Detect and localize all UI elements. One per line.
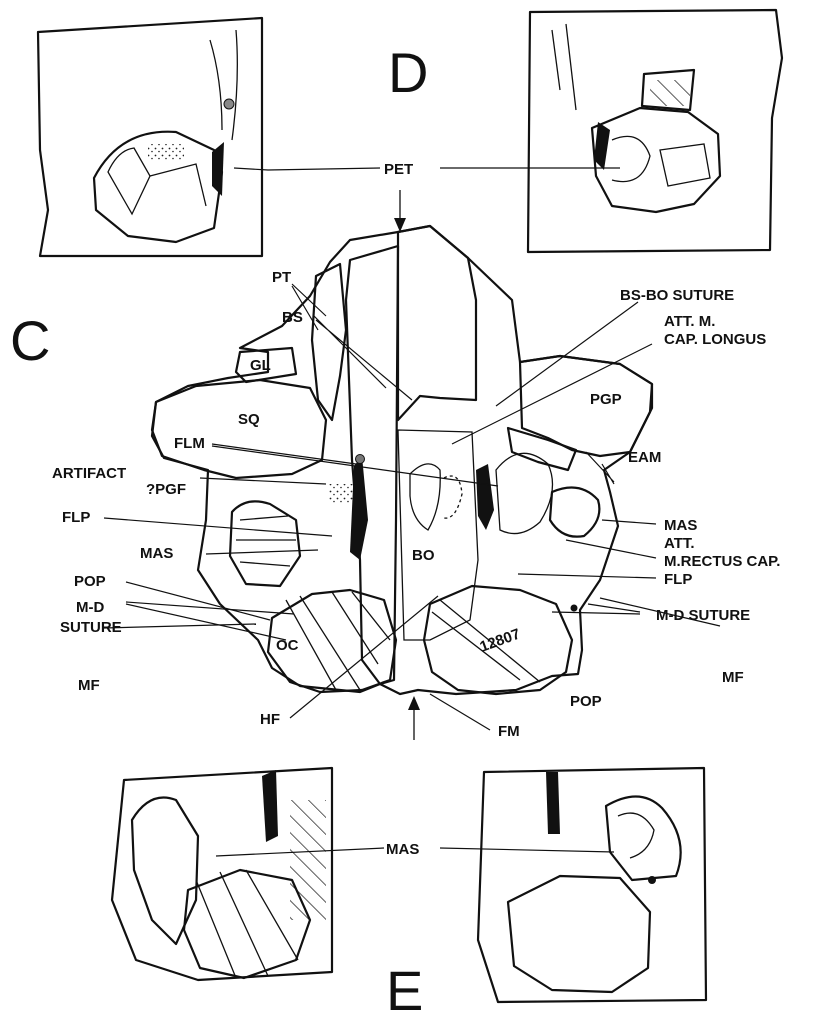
label-mas-bottom: MAS [386, 841, 419, 858]
label-md-right: M-D SUTURE [656, 607, 750, 624]
label-bs-bo-suture: BS-BO SUTURE [620, 287, 734, 304]
leader-lines [104, 168, 720, 856]
label-oc: OC [276, 637, 299, 654]
label-mas-right: MAS [664, 517, 697, 534]
label-att-cap-2: CAP. LONGUS [664, 331, 766, 348]
label-mf-right: MF [722, 669, 744, 686]
inset-e-right [478, 768, 706, 1002]
label-sq: SQ [238, 411, 260, 428]
inset-d-left [38, 18, 262, 256]
inset-e-left [112, 768, 332, 980]
label-hf: HF [260, 711, 280, 728]
specimen-number: 12807 [478, 626, 523, 656]
panel-label-d: D [388, 41, 428, 104]
label-flp-left: FLP [62, 509, 90, 526]
label-mas-left: MAS [140, 545, 173, 562]
label-pet: PET [384, 161, 413, 178]
inset-d-right [528, 10, 782, 252]
panel-label-c: C [10, 309, 50, 372]
label-gl: GL [250, 357, 271, 374]
label-pop-left: POP [74, 573, 106, 590]
label-md-left-1: M-D [76, 599, 104, 616]
panel-c-skull [152, 190, 652, 740]
label-att-rectus-1: ATT. [664, 535, 695, 552]
label-fm: FM [498, 723, 520, 740]
panel-label-e: E [386, 959, 423, 1022]
label-pgf: ?PGF [146, 481, 186, 498]
label-att-cap-1: ATT. M. [664, 313, 715, 330]
label-eam: EAM [628, 449, 661, 466]
label-mf-left: MF [78, 677, 100, 694]
label-artifact: ARTIFACT [52, 465, 126, 482]
label-bo: BO [412, 547, 435, 564]
label-flm: FLM [174, 435, 205, 452]
label-flp-right: FLP [664, 571, 692, 588]
label-md-left-2: SUTURE [60, 619, 122, 636]
label-pop-right: POP [570, 693, 602, 710]
label-bs: BS [282, 309, 303, 326]
label-pt: PT [272, 269, 291, 286]
label-pgp: PGP [590, 391, 622, 408]
label-att-rectus-2: M.RECTUS CAP. [664, 553, 780, 570]
